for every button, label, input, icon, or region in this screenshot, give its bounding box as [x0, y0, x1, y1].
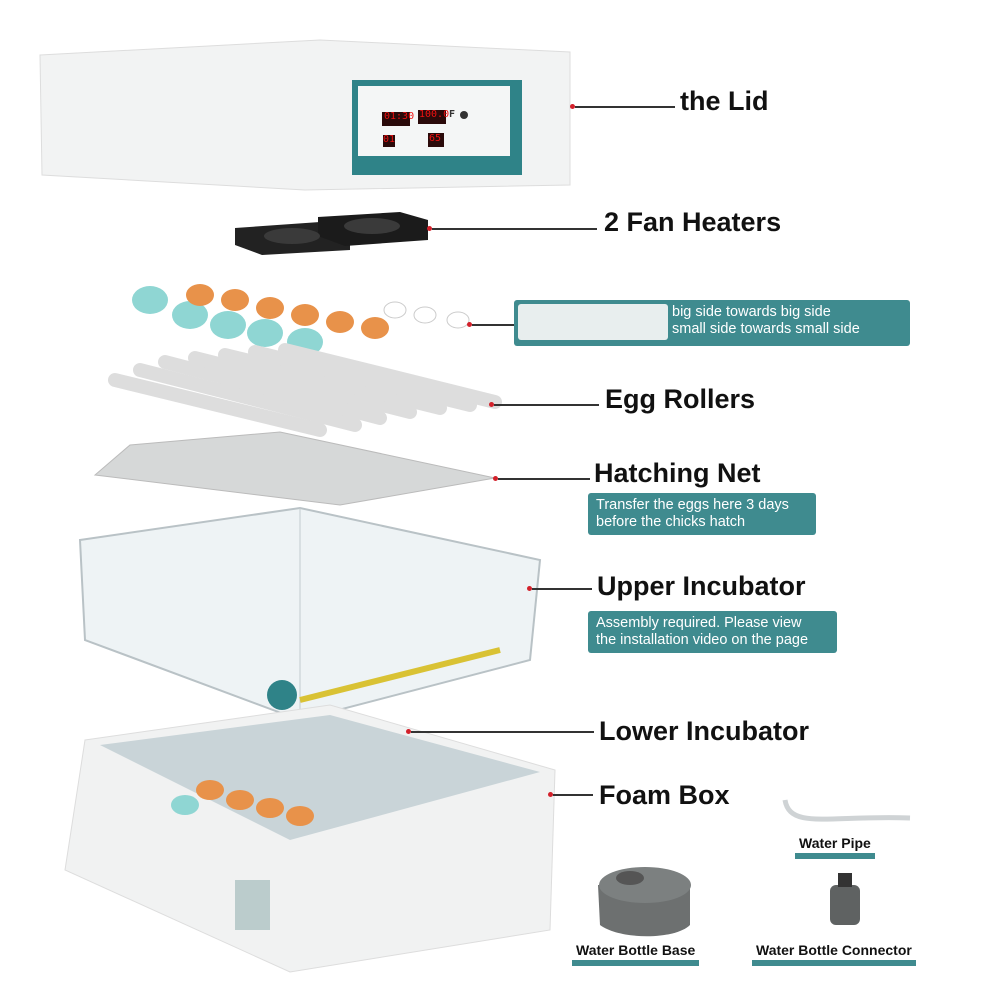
lower-incubator-label: Lower Incubator: [599, 716, 810, 746]
temperature-unit: F: [449, 109, 456, 120]
net-pointer: [493, 476, 498, 481]
note-line: the installation video on the page: [596, 632, 809, 648]
day-display: 01: [383, 134, 396, 145]
water-bottle-connector-illustration: [830, 873, 860, 925]
water-bottle-base-label: Water Bottle Base: [572, 942, 700, 966]
lid-label: the Lid: [680, 86, 769, 116]
note-line: Assembly required. Please view: [596, 615, 802, 631]
egg-rollers-label: Egg Rollers: [605, 384, 756, 414]
lid-leader: [575, 106, 675, 108]
water-bottle-connector-label: Water Bottle Connector: [752, 942, 916, 966]
upper-leader: [532, 588, 592, 590]
egg-rollers-illustration: [108, 343, 502, 437]
lower-leader: [411, 731, 594, 733]
eggs-illustration: [132, 284, 470, 356]
upper-pointer: [527, 586, 532, 591]
lid-pointer: [570, 104, 575, 109]
note-line: small side towards small side: [672, 321, 860, 337]
water-bottle-base-illustration: [598, 867, 691, 937]
fan-pointer: [427, 226, 432, 231]
lid-illustration: [39, 39, 571, 191]
rollers-pointer: [489, 402, 494, 407]
hatching-net-label: Hatching Net: [594, 458, 761, 488]
fan-leader: [432, 228, 597, 230]
foam-leader: [553, 794, 593, 796]
water-pipe-label: Water Pipe: [795, 835, 875, 859]
eggs-pointer: [467, 322, 472, 327]
water-pipe-illustration: [782, 799, 911, 822]
foam-pointer: [548, 792, 553, 797]
foam-box-illustration: [64, 704, 556, 973]
upper-incubator-illustration: [78, 506, 542, 722]
net-leader: [498, 478, 590, 480]
turning-display: 01:30: [384, 111, 415, 122]
hatching-net-illustration: [93, 431, 496, 506]
note-line: before the chicks hatch: [596, 514, 746, 530]
humidity-display: 65: [429, 133, 442, 144]
hatching-net-note: Transfer the eggs here 3 days before the…: [588, 493, 816, 535]
rollers-leader: [494, 404, 599, 406]
egg-orientation-note: big side towards big side small side tow…: [514, 300, 910, 346]
foam-box-label: Foam Box: [599, 780, 730, 810]
fan-heaters-label: 2 Fan Heaters: [604, 207, 782, 237]
egg-orientation-image: [518, 304, 668, 340]
temperature-display: 100.0: [419, 109, 450, 120]
note-line: Transfer the eggs here 3 days: [596, 497, 789, 513]
lower-pointer: [406, 729, 411, 734]
upper-incubator-label: Upper Incubator: [597, 571, 806, 601]
note-line: big side towards big side: [672, 304, 831, 320]
eggs-leader: [472, 324, 516, 326]
fan-heaters-illustration: [235, 212, 428, 255]
upper-incubator-note: Assembly required. Please view the insta…: [588, 611, 837, 653]
